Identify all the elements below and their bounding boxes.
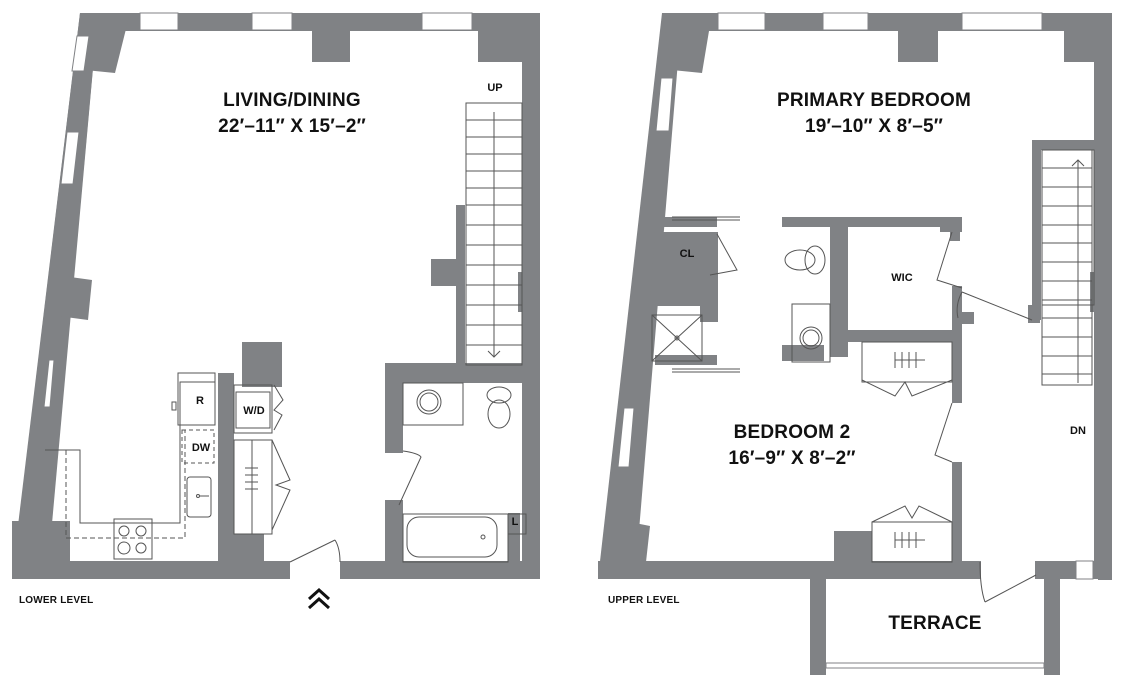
walk-in-closet-label: WIC [891,272,913,284]
window [139,12,179,31]
upper-level-label: UPPER LEVEL [608,595,680,606]
room-name: BEDROOM 2 [733,422,851,443]
lower-right-wall [522,13,540,579]
room-name: PRIMARY BEDROOM [776,90,972,111]
dishwasher-label: DW [191,442,211,454]
stairs-up-label: UP [487,82,503,94]
room-bedroom-2: BEDROOM 2 16′–9″ X 8′–2″ [728,420,855,472]
stair-treads [466,119,522,346]
window [251,12,293,31]
lower-level-label: LOWER LEVEL [19,595,94,606]
double-chevron-up-icon [307,587,331,610]
room-dimensions: 22′–11″ X 15′–2″ [218,116,366,137]
room-dimensions: 16′–9″ X 8′–2″ [728,448,856,469]
refrigerator-label: R [196,395,204,407]
room-name: LIVING/DINING [223,90,361,111]
lower-bottom-wall-right [340,561,540,579]
stairs-down-label: DN [1070,425,1086,437]
room-name: TERRACE [888,613,982,634]
linen-closet-label: L [511,516,519,528]
room-living-dining: LIVING/DINING 22′–11″ X 15′–2″ [218,88,366,140]
room-primary-bedroom: PRIMARY BEDROOM 19′–10″ X 8′–5″ [777,88,971,140]
room-dimensions: 19′–10″ X 8′–5″ [804,116,944,137]
closet-label: CL [679,248,695,260]
window [421,12,473,31]
washer-dryer-label: W/D [243,405,265,417]
room-terrace: TERRACE [888,611,981,637]
refrigerator [177,372,216,426]
